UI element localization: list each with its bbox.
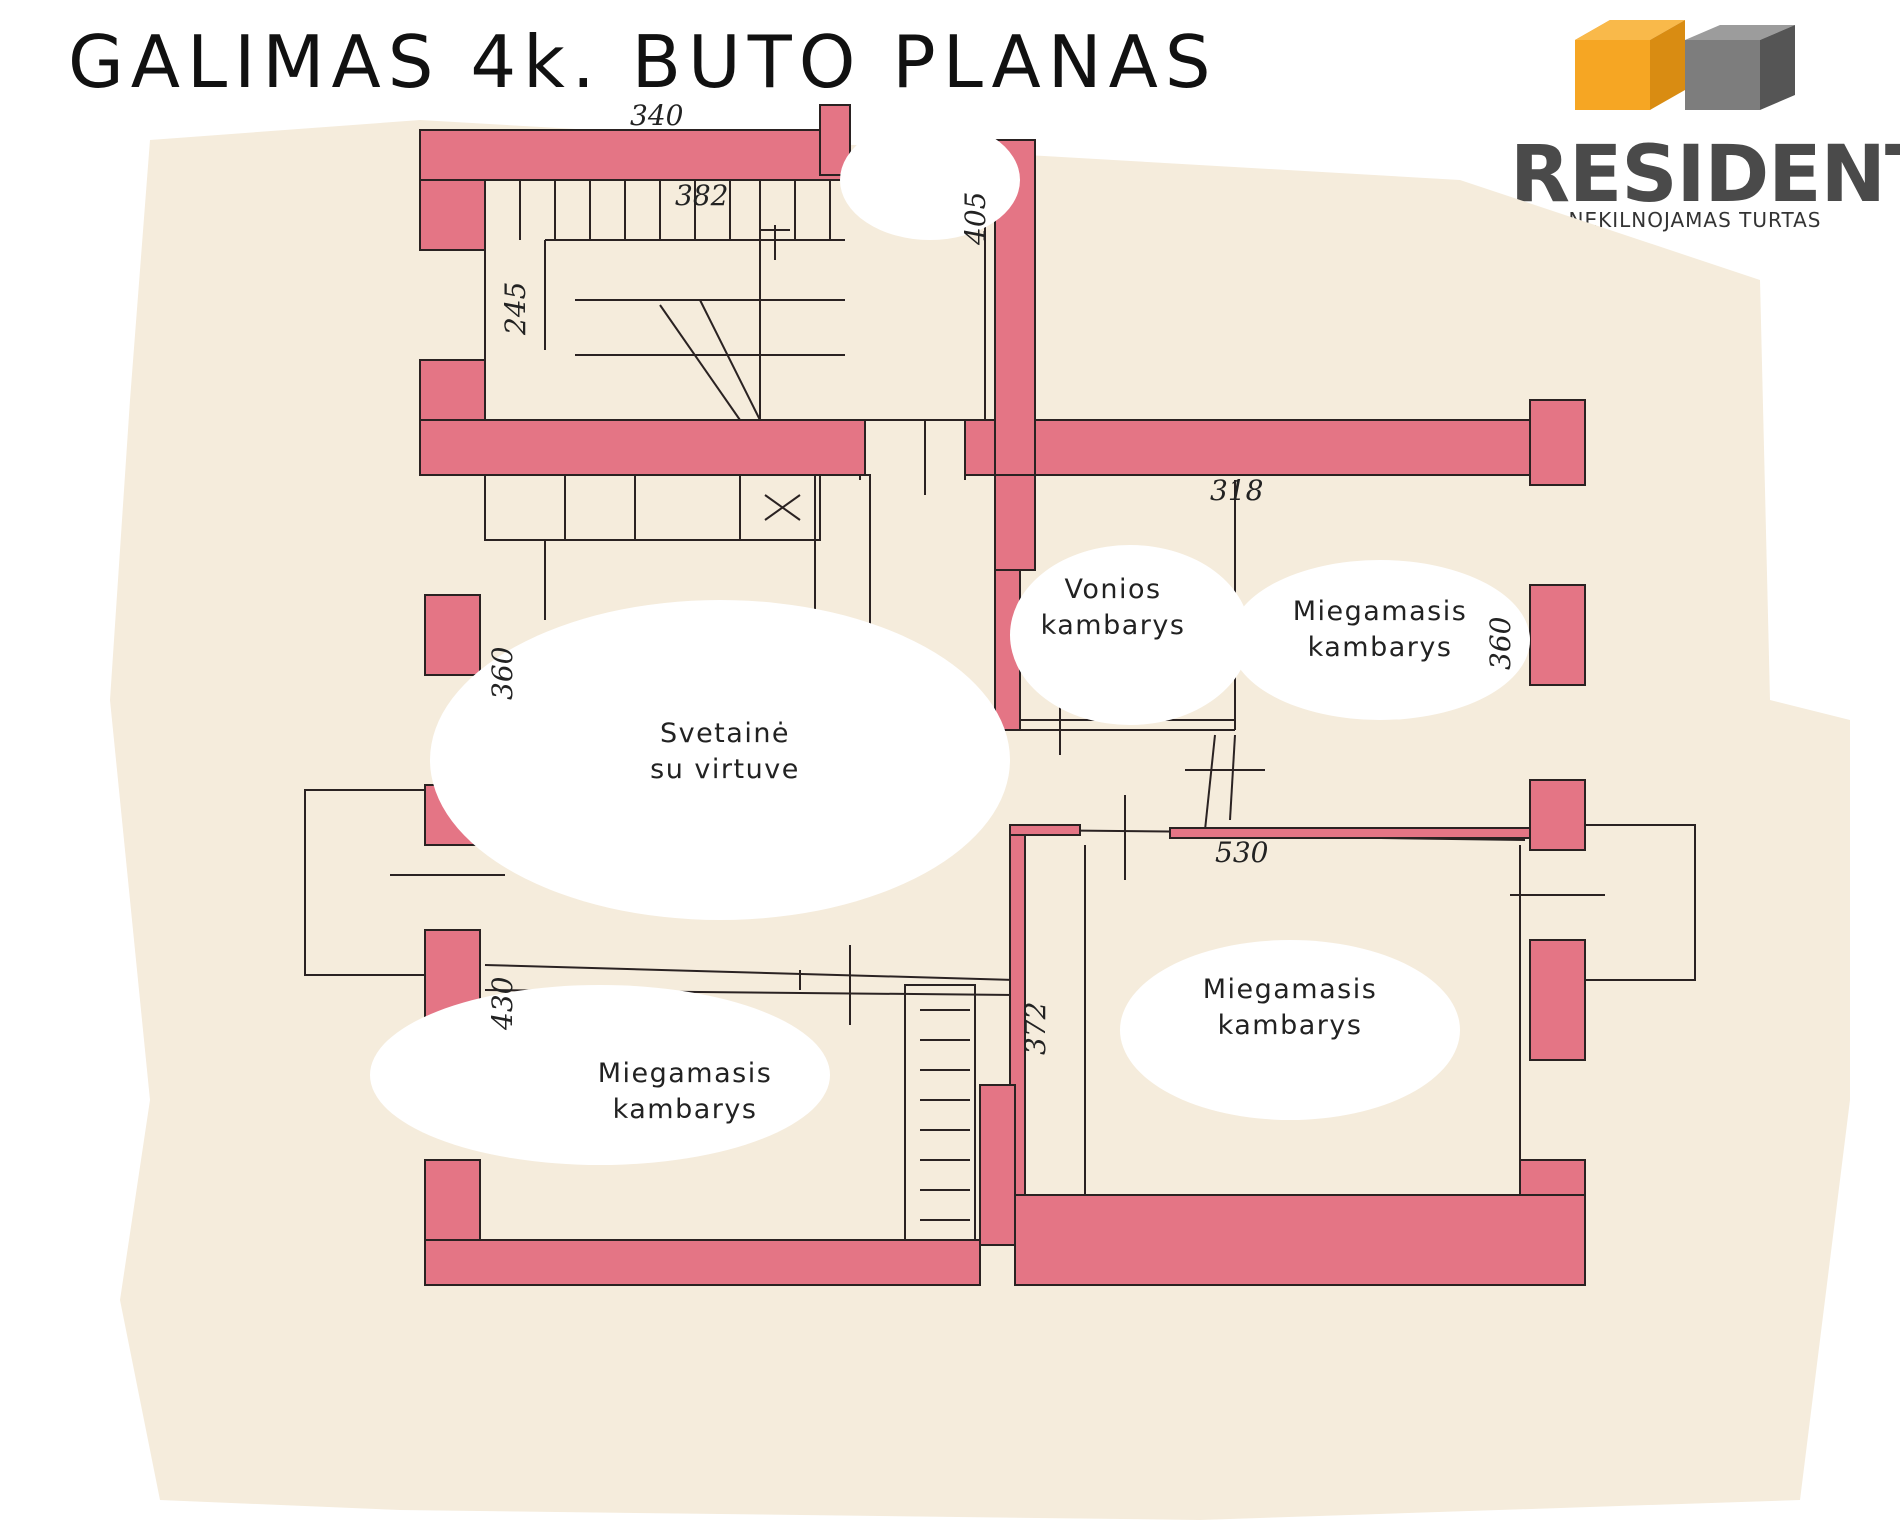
wall-segment (419, 419, 866, 476)
wall-segment (1169, 827, 1531, 839)
dim-stair-side: 245 (499, 282, 532, 336)
walls (419, 104, 1586, 1286)
room-bedroom-se-line2: kambarys (1218, 1010, 1363, 1041)
wall-segment (1529, 584, 1586, 686)
wall-segment (1529, 939, 1586, 1061)
label-backgrounds (370, 120, 1530, 1165)
wall-segment (1529, 399, 1586, 486)
room-bedroom-ne-line2: kambarys (1308, 632, 1453, 663)
logo-orange-block (1575, 40, 1650, 110)
logo-cubes-icon (1575, 20, 1795, 110)
room-living-line1: Svetainė (660, 718, 790, 749)
wall-segment (1014, 1194, 1586, 1286)
room-bedroom-se-line1: Miegamasis (1203, 974, 1378, 1005)
dim-bedroom-sw-left: 430 (486, 977, 519, 1031)
room-bath-line2: kambarys (1041, 610, 1186, 641)
wall-segment (1529, 779, 1586, 851)
room-bedroom-sw-line2: kambarys (613, 1094, 758, 1125)
logo-wordmark: RESIDENT (1510, 130, 1900, 220)
logo-gray-block-right (1760, 25, 1795, 110)
wall-segment (1009, 824, 1081, 836)
wall-segment (424, 594, 481, 676)
dim-bedroom-se-top: 530 (1215, 836, 1268, 869)
room-living-line2: su virtuve (650, 754, 800, 785)
dim-stair-width: 382 (675, 179, 728, 212)
dim-bedroom-ne-right: 360 (1484, 617, 1517, 670)
logo-tagline: NEKILNOJAMAS TURTAS (1568, 208, 1822, 232)
dim-top: 340 (630, 99, 683, 132)
room-bath-line1: Vonios (1064, 574, 1161, 605)
dim-stair-height: 405 (959, 192, 992, 246)
room-bedroom-ne-line1: Miegamasis (1293, 596, 1468, 627)
wall-segment (964, 419, 1586, 476)
dim-bedroom-ne-width: 318 (1210, 474, 1263, 507)
wall-segment (424, 1239, 981, 1286)
logo-gray-block-left (1685, 40, 1760, 110)
room-bedroom-sw-line1: Miegamasis (598, 1058, 773, 1089)
dim-bedroom-se-left: 372 (1019, 1002, 1052, 1055)
resident-logo: RESIDENT NEKILNOJAMAS TURTAS (1510, 20, 1900, 240)
wall-segment (419, 129, 851, 181)
dim-living-left: 360 (486, 647, 519, 700)
page-title: GALIMAS 4k. BUTO PLANAS (68, 20, 1218, 104)
wall-segment (994, 474, 1036, 571)
wall-segment (979, 1084, 1016, 1246)
